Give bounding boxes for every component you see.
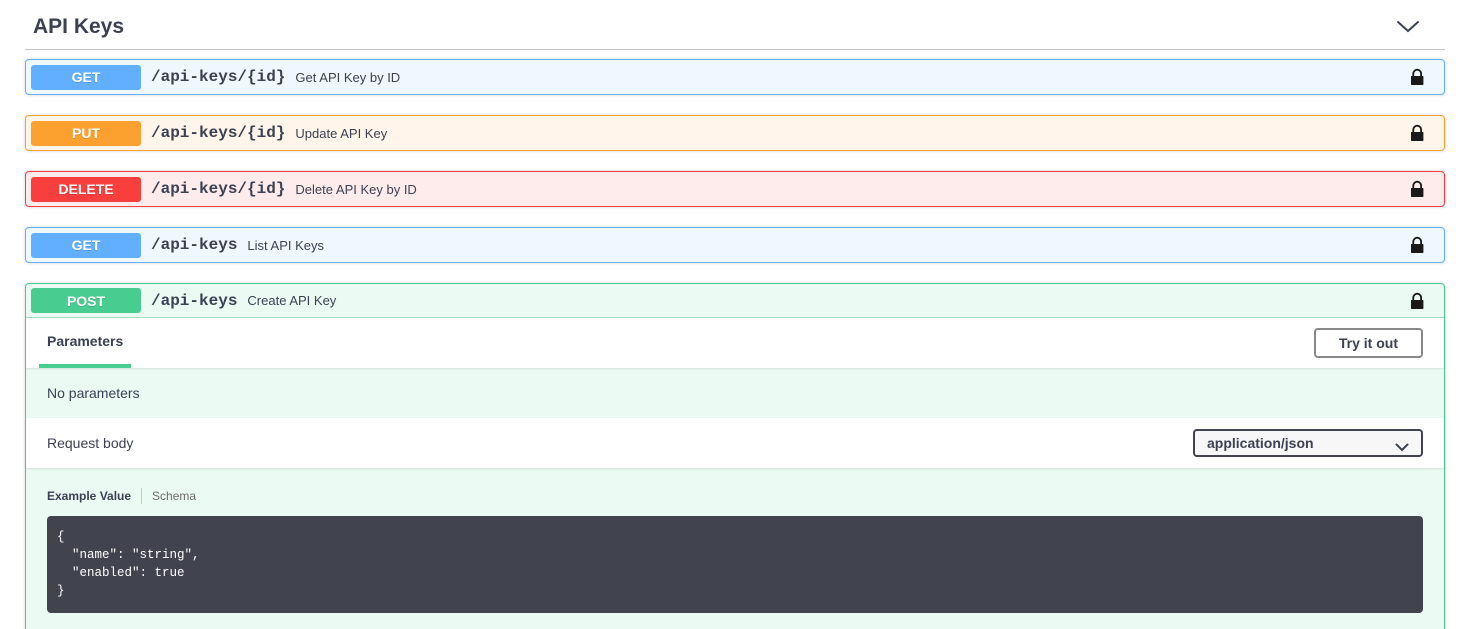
request-body-header: Request body application/json (26, 418, 1444, 468)
opblock-get-by-id: GET /api-keys/{id} Get API Key by ID (25, 59, 1445, 95)
content-type-value: application/json (1207, 435, 1314, 451)
opblock-post: POST /api-keys Create API Key Parameters… (25, 283, 1445, 629)
parameters-header: Parameters Try it out (26, 318, 1444, 368)
authorize-button[interactable] (1407, 123, 1427, 143)
endpoint-path: /api-keys (151, 291, 238, 310)
opblock-get-list: GET /api-keys List API Keys (25, 227, 1445, 263)
request-body-label: Request body (47, 435, 134, 451)
opblock-summary[interactable]: GET /api-keys/{id} Get API Key by ID (26, 60, 1444, 94)
authorize-button[interactable] (1407, 291, 1427, 311)
lock-icon (1407, 124, 1427, 146)
endpoint-summary: Create API Key (247, 293, 337, 308)
section-title[interactable]: API Keys (33, 15, 125, 38)
lock-icon (1407, 180, 1427, 202)
endpoint-path: /api-keys/{id} (151, 68, 286, 86)
opblock-body: Parameters Try it out No parameters Requ… (26, 318, 1444, 629)
lock-icon (1407, 68, 1427, 90)
authorize-button[interactable] (1407, 179, 1427, 199)
endpoint-path: /api-keys/{id} (151, 124, 286, 142)
lock-icon (1407, 236, 1427, 258)
opblock-summary[interactable]: GET /api-keys List API Keys (26, 228, 1444, 262)
opblock-summary[interactable]: PUT /api-keys/{id} Update API Key (26, 116, 1444, 150)
endpoint-path: /api-keys (151, 236, 238, 254)
method-badge-put[interactable]: PUT (31, 120, 141, 146)
opblock-delete: DELETE /api-keys/{id} Delete API Key by … (25, 171, 1445, 207)
chevron-down-icon (1395, 439, 1409, 455)
example-json-code[interactable]: { "name": "string", "enabled": true } (47, 516, 1423, 613)
example-tabs: Example Value Schema (47, 488, 1423, 504)
endpoint-summary: Update API Key (295, 125, 388, 141)
opblock-put: PUT /api-keys/{id} Update API Key (25, 115, 1445, 151)
method-badge-post[interactable]: POST (31, 288, 141, 313)
method-badge-delete[interactable]: DELETE (31, 176, 141, 202)
endpoint-summary: Delete API Key by ID (295, 181, 417, 197)
opblock-summary[interactable]: POST /api-keys Create API Key (26, 284, 1444, 318)
opblock-summary[interactable]: DELETE /api-keys/{id} Delete API Key by … (26, 172, 1444, 206)
method-badge-get[interactable]: GET (31, 64, 141, 90)
try-it-out-button[interactable]: Try it out (1313, 328, 1423, 358)
tab-schema[interactable]: Schema (152, 489, 197, 503)
content-type-select[interactable]: application/json (1193, 429, 1423, 457)
example-section: Example Value Schema { "name": "string",… (26, 468, 1444, 629)
endpoint-summary: Get API Key by ID (295, 69, 401, 85)
lock-icon (1407, 292, 1427, 314)
section-collapse-button[interactable] (1396, 20, 1420, 34)
authorize-button[interactable] (1407, 67, 1427, 87)
section-header: API Keys (25, 15, 1445, 50)
tab-example-value[interactable]: Example Value (47, 489, 132, 503)
endpoint-summary: List API Keys (247, 237, 325, 253)
tab-parameters[interactable]: Parameters (39, 318, 132, 368)
endpoint-path: /api-keys/{id} (151, 180, 286, 198)
tab-divider (141, 488, 143, 504)
no-parameters-text: No parameters (47, 385, 140, 401)
authorize-button[interactable] (1407, 235, 1427, 255)
chevron-down-icon (1396, 21, 1420, 37)
method-badge-get[interactable]: GET (31, 232, 141, 258)
